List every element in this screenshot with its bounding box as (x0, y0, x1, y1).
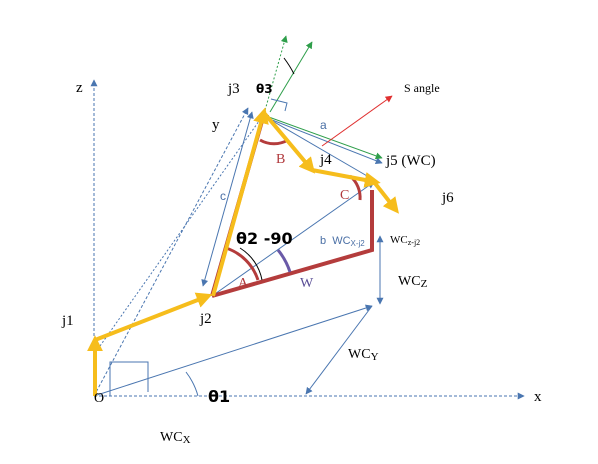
angle-A-label: A (238, 276, 249, 291)
j1-label: j1 (61, 313, 74, 329)
wc-y-base: WC (348, 347, 371, 362)
theta3-label: θ3 (256, 82, 273, 96)
green-wc-line (265, 115, 383, 160)
theta2-label: θ2 -90 (236, 229, 293, 248)
theta1-label: θ1 (208, 387, 230, 406)
right-angle-mark-j3 (270, 98, 288, 112)
angle-C-label: C (340, 188, 349, 203)
axis-x-label: x (534, 389, 542, 405)
link-j4-j5 (311, 168, 381, 188)
j1-to-j3-dashed-line (99, 113, 265, 347)
wc-x-sub: X (183, 434, 191, 446)
side-c-label: c (220, 189, 226, 203)
side-a-label: a (320, 118, 327, 132)
j4-label: j4 (319, 152, 332, 168)
s-angle-arrow (321, 95, 393, 147)
link-j1-j2 (94, 292, 213, 342)
wc-z-sub: Z (421, 278, 428, 290)
wc-z-j2-base: WC (390, 234, 408, 246)
wc-x-label: WCX (160, 430, 191, 446)
angle-A-arc (225, 246, 260, 281)
j2-to-wc-line (211, 181, 375, 297)
wc-x-j2-base: WC (332, 235, 350, 247)
green-dashed-direction (263, 35, 288, 115)
angle-B-label: B (276, 152, 285, 167)
angle-B-arc (259, 138, 289, 146)
right-angle-mark-origin (109, 361, 149, 396)
green-direction (269, 41, 313, 113)
wc-y-sub: Y (371, 351, 379, 363)
wc-z-base: WC (398, 274, 421, 289)
j2-label: j2 (199, 311, 212, 327)
wc-y-label: WCY (348, 347, 379, 363)
link-j2-j3 (211, 107, 269, 297)
j3-to-wc-line (263, 115, 375, 181)
s-angle-label: S angle (404, 81, 440, 95)
wc-z-j2-sub: z-j2 (408, 238, 420, 247)
wc-x-j2-sub: X-j2 (351, 239, 366, 248)
j5-wc-label: j5 (WC) (385, 153, 436, 169)
c-length-arrow (201, 111, 254, 287)
wc-z-label: WCZ (398, 274, 428, 290)
theta2-arc (239, 247, 263, 281)
axis-y-label: y (212, 117, 220, 133)
side-b-wc-x-j2-label: b WCX-j2 (320, 235, 365, 248)
j3-label: j3 (227, 81, 240, 97)
wc-z-j2-label: WCz-j2 (390, 234, 420, 247)
theta1-arc (185, 371, 199, 397)
triangle-side-b-and-wc-z (211, 190, 374, 298)
angle-W-arc (276, 249, 292, 273)
side-b-label: b (320, 235, 326, 247)
origin-label: O (94, 391, 104, 406)
link-j5-j6 (372, 180, 399, 214)
angle-W-label: W (300, 276, 314, 291)
j6-label: j6 (441, 190, 454, 206)
wc-x-base: WC (160, 430, 183, 445)
wc-x-drop-line (305, 305, 373, 395)
a-length-arrow (261, 115, 383, 164)
wc-y-projection-line (93, 304, 373, 397)
theta3-arc (283, 57, 295, 75)
axis-z-label: z (76, 80, 83, 96)
link-j3-j4 (263, 112, 316, 174)
